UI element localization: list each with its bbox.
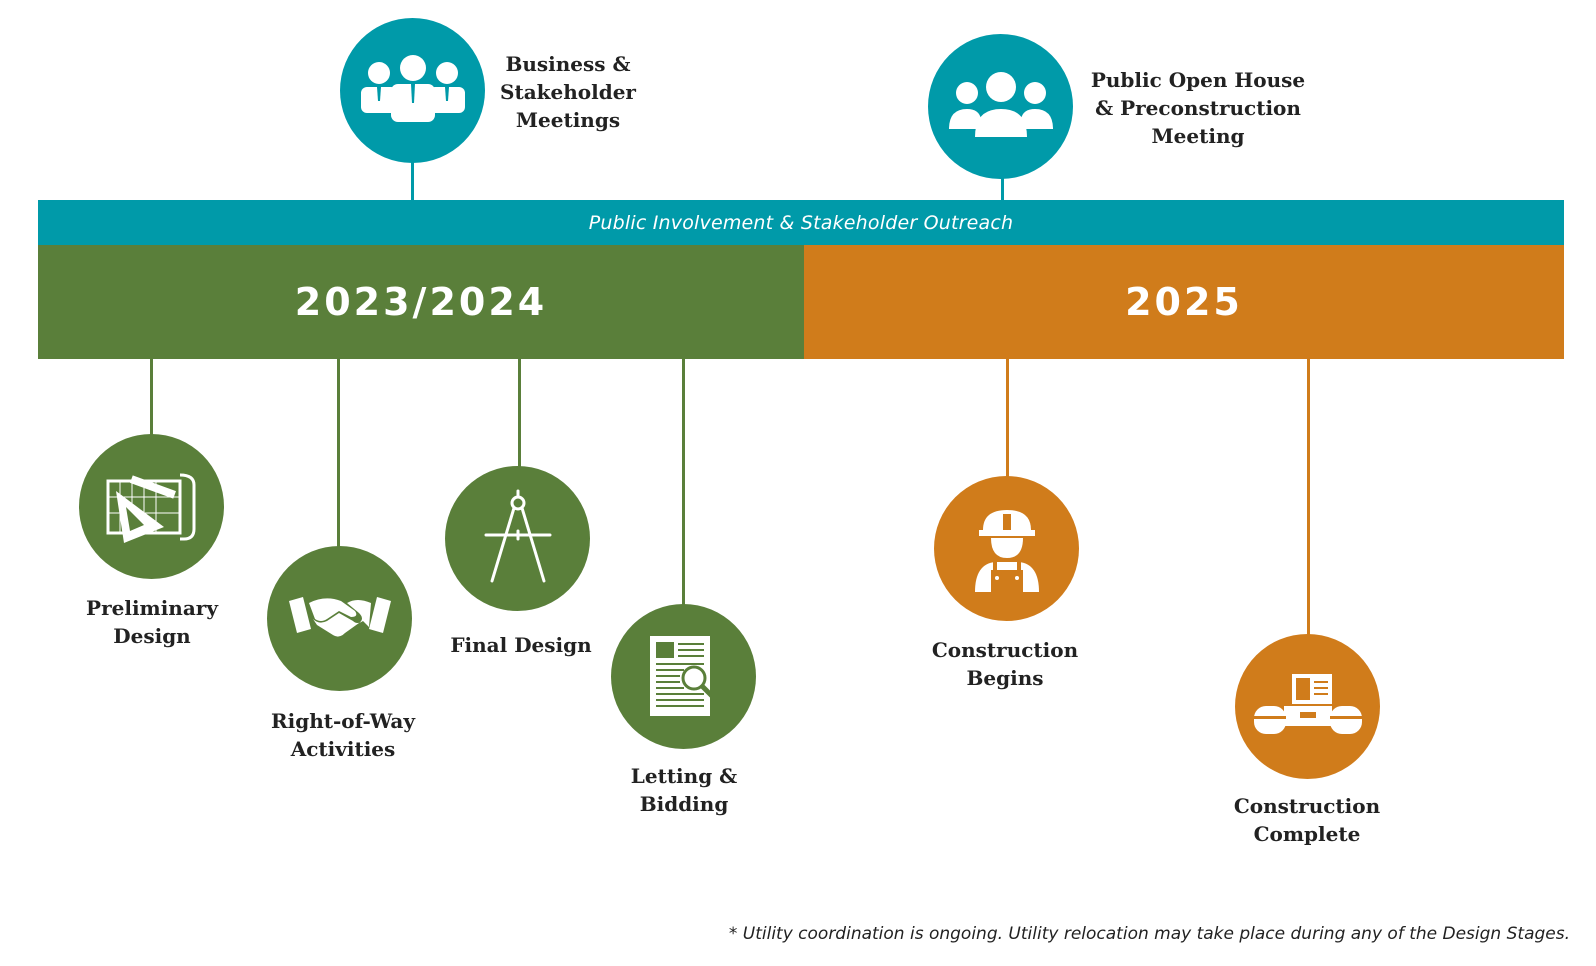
connector-line bbox=[150, 359, 153, 437]
phase-label: 2025 bbox=[1125, 280, 1243, 324]
open-house-milestone-circle bbox=[928, 34, 1073, 179]
business-milestone-circle bbox=[340, 18, 485, 163]
outreach-bar: Public Involvement & Stakeholder Outreac… bbox=[38, 200, 1564, 245]
preliminary-design-circle bbox=[79, 434, 224, 579]
final-design-circle bbox=[445, 466, 590, 611]
construction-begins-label: Construction Begins bbox=[931, 638, 1079, 690]
footnote: * Utility coordination is ongoing. Utili… bbox=[728, 924, 1570, 944]
document-search-icon bbox=[649, 635, 718, 716]
open-house-milestone-label: Public Open House & Preconstruction Meet… bbox=[1090, 68, 1306, 148]
business-people-icon bbox=[360, 54, 465, 122]
construction-complete-label: Construction Complete bbox=[1233, 794, 1381, 846]
group-people-icon bbox=[948, 71, 1053, 137]
connector-line bbox=[682, 359, 685, 607]
phase-2025: 2025 bbox=[804, 245, 1564, 359]
right-of-way-label: Right-of-Way Activities bbox=[270, 709, 416, 761]
connector-line bbox=[337, 359, 340, 549]
letting-bidding-label: Letting & Bidding bbox=[630, 764, 738, 816]
construction-complete-circle bbox=[1235, 634, 1380, 779]
phase-2023-2024: 2023/2024 bbox=[38, 245, 804, 359]
right-of-way-circle bbox=[267, 546, 412, 691]
connector-line bbox=[518, 359, 521, 469]
outreach-label: Public Involvement & Stakeholder Outreac… bbox=[588, 211, 1014, 234]
connector-line bbox=[1006, 359, 1009, 479]
connector-line bbox=[1307, 359, 1310, 635]
construction-begins-circle bbox=[934, 476, 1079, 621]
preliminary-design-label: Preliminary Design bbox=[86, 596, 218, 648]
connector-line bbox=[411, 155, 414, 200]
final-design-label: Final Design bbox=[450, 633, 592, 657]
handshake-icon bbox=[288, 596, 391, 637]
connector-line bbox=[1001, 172, 1004, 200]
road-roller-icon bbox=[1253, 673, 1362, 734]
blueprint-icon bbox=[106, 473, 195, 543]
phase-label: 2023/2024 bbox=[294, 280, 548, 324]
business-milestone-label: Business & Stakeholder Meetings bbox=[500, 52, 636, 132]
compass-icon bbox=[484, 489, 551, 582]
letting-bidding-circle bbox=[611, 604, 756, 749]
construction-worker-icon bbox=[974, 509, 1039, 592]
